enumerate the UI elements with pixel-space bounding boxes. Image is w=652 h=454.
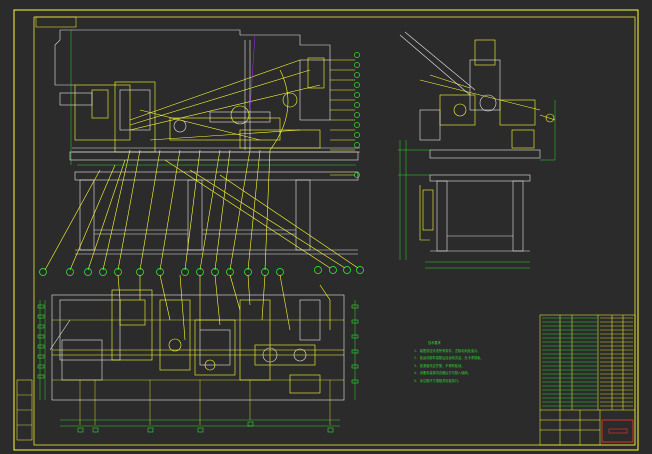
outer-frame (13, 9, 639, 451)
notes-line-5: 5. 未注明尺寸按相关标准执行。 (414, 378, 462, 383)
front-view-bottom-balloons (39, 266, 364, 276)
bom-rows (542, 317, 633, 407)
front-view (44, 29, 360, 271)
technical-notes: 技术要求 1. 装配前应清洗所有零件，去除毛刺及油污。 2. 各运动部件装配后应… (414, 340, 544, 386)
title-block (539, 314, 636, 446)
inner-frame (33, 16, 636, 446)
notes-heading: 技术要求 (428, 341, 441, 345)
notes-line-3: 3. 各紧固件应拧紧，不得有松动。 (414, 363, 465, 368)
notes-line-4: 4. 设备安装调试合格后方可投入使用。 (414, 371, 471, 376)
front-view-right-balloons (354, 52, 360, 178)
notes-line-1: 1. 装配前应清洗所有零件，去除毛刺及油污。 (414, 348, 481, 353)
side-view (398, 31, 556, 269)
top-view-dimension-ticks (37, 304, 359, 433)
top-view (39, 274, 356, 427)
corner-tag-box (35, 16, 77, 28)
title-highlight-box (601, 419, 634, 443)
notes-line-2: 2. 各运动部件装配后应运动灵活，无卡滞现象。 (414, 356, 484, 361)
